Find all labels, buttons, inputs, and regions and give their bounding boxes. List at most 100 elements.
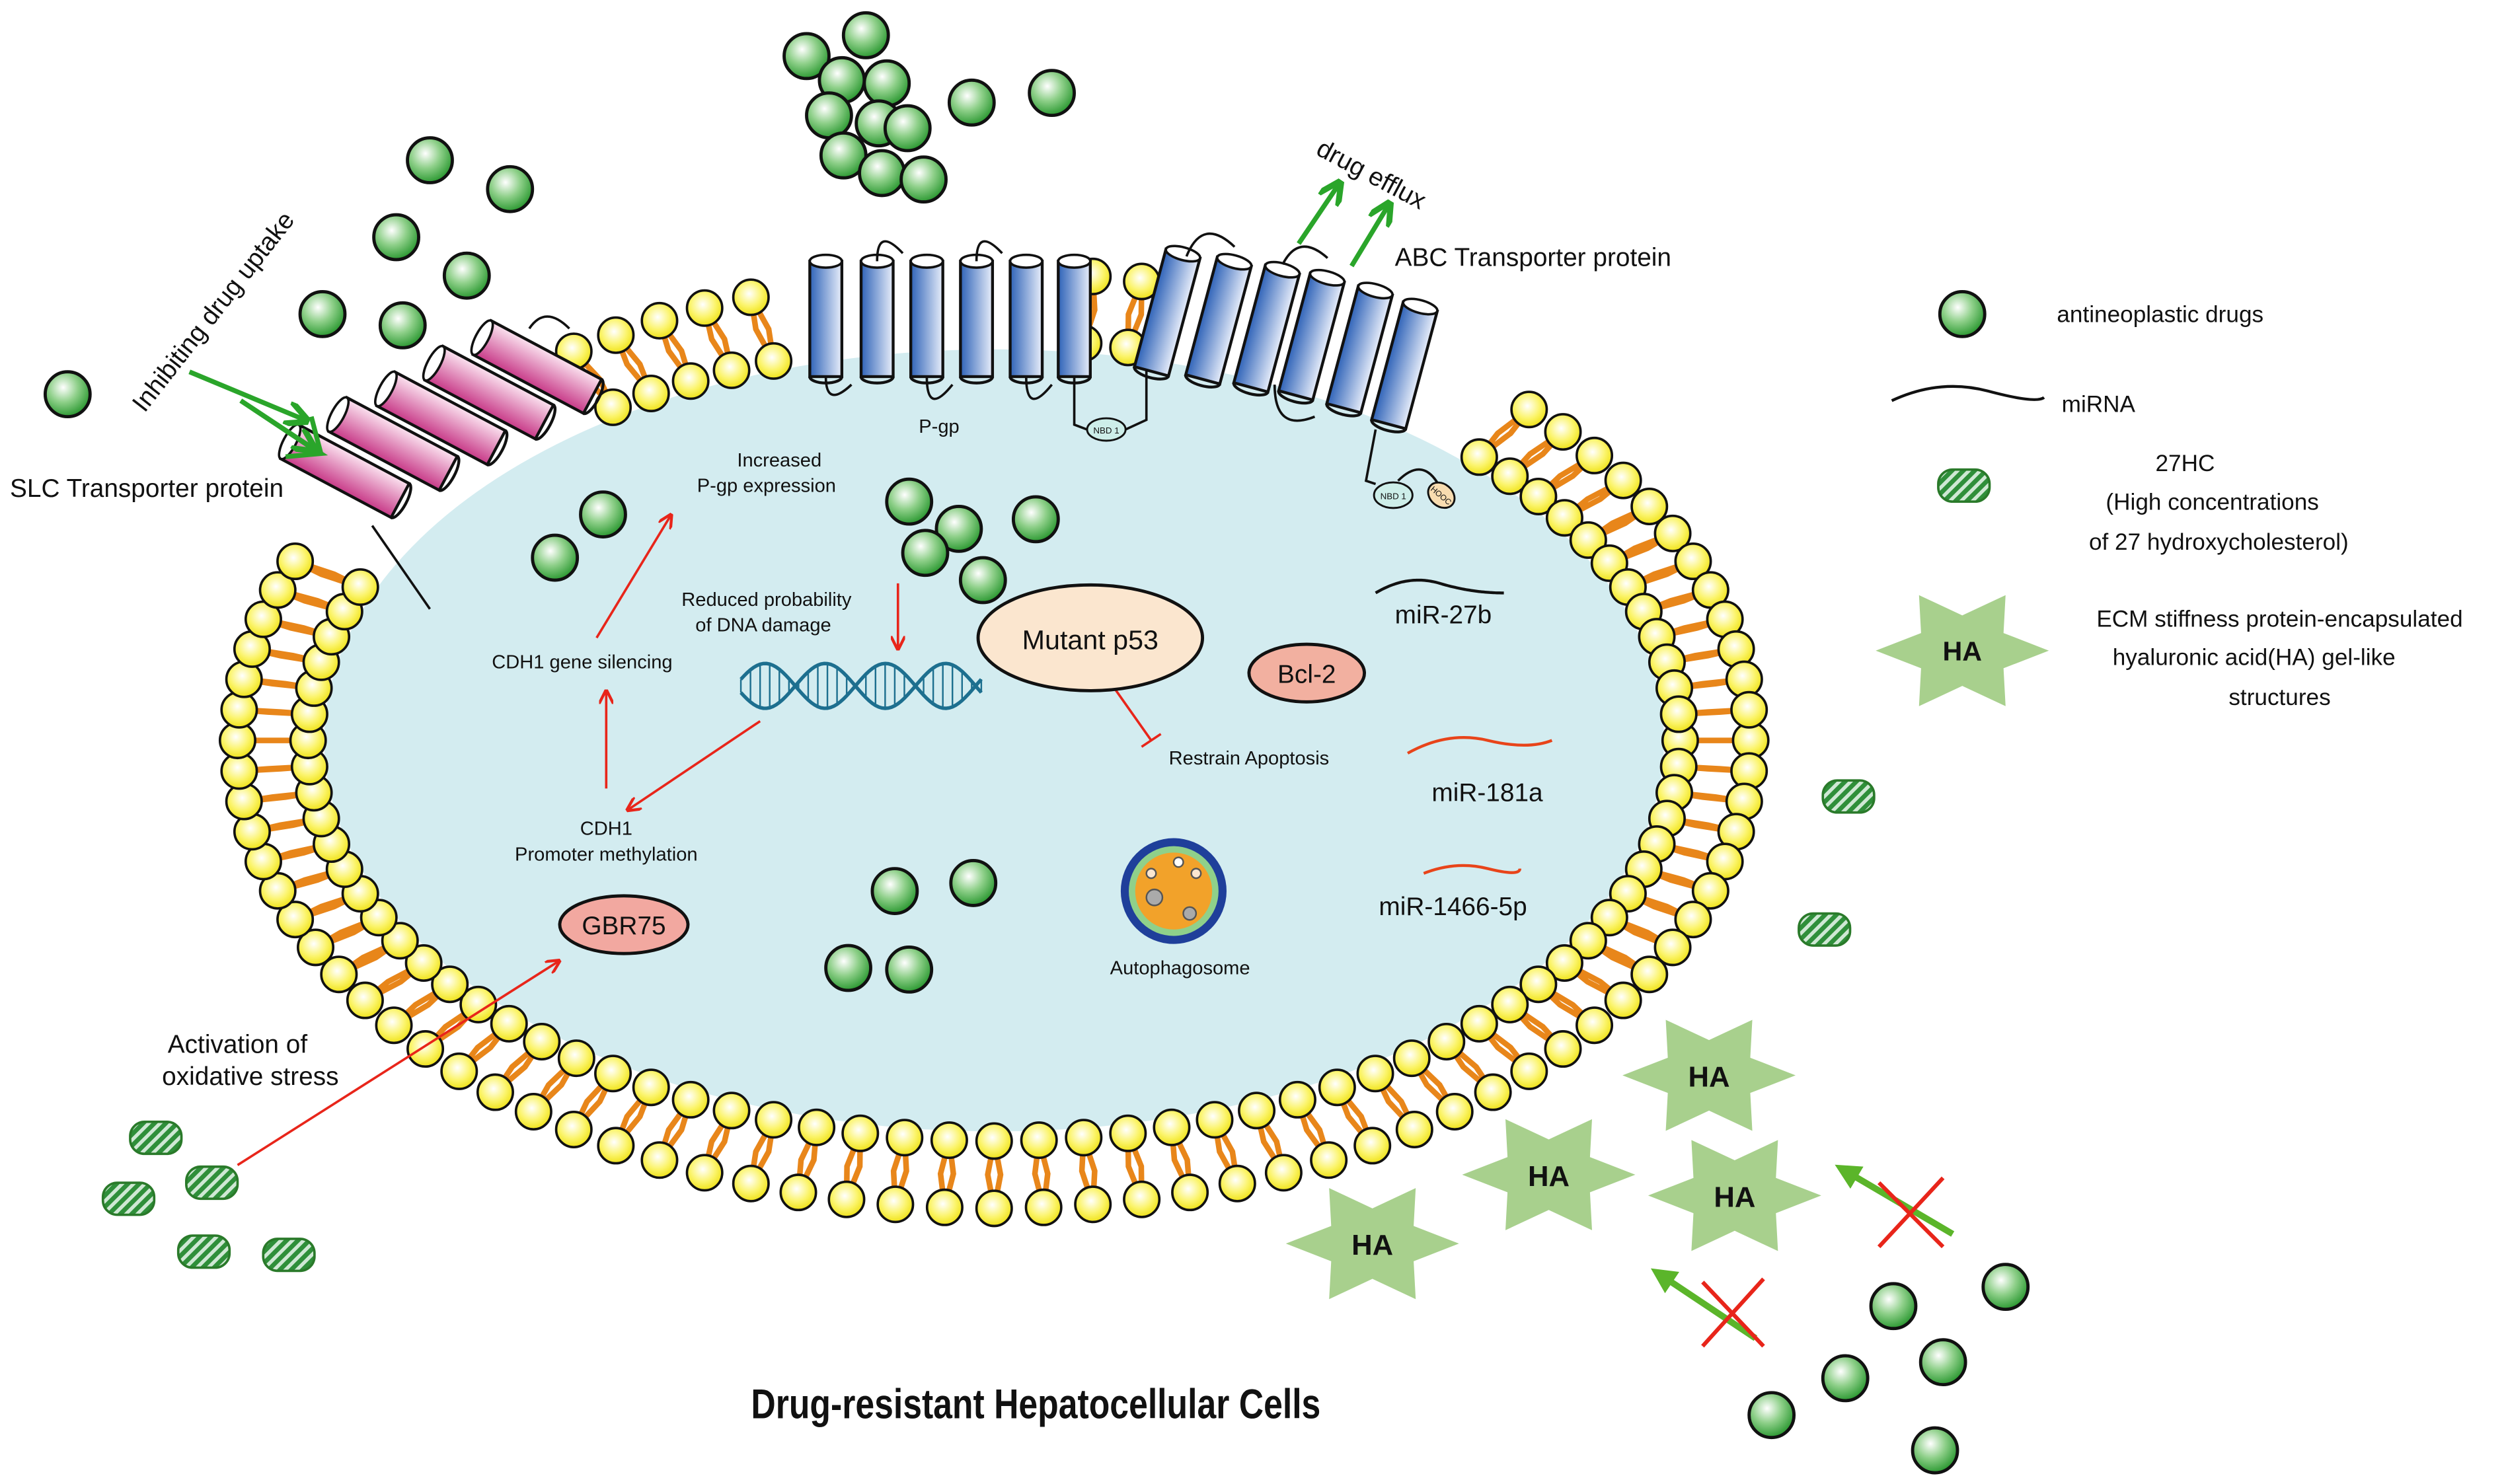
bcl2-label: Bcl-2	[1277, 660, 1336, 688]
cylinder-top	[1309, 268, 1346, 287]
cylinder-body	[1008, 260, 1044, 379]
gbr75	[558, 894, 690, 955]
lipid-bilayer	[218, 257, 1770, 1228]
lipid-head	[1474, 1073, 1512, 1111]
drug-icon	[805, 91, 853, 140]
slc-helix	[470, 318, 605, 416]
lipid-head	[640, 301, 679, 340]
pgp-transporter	[808, 240, 1148, 431]
lipid-head	[685, 1154, 724, 1192]
legend-ha-badge: HA	[1943, 636, 1983, 666]
lipid-head	[1604, 461, 1642, 500]
inhibit-uptake-arrows	[188, 369, 328, 459]
cylinder-bottom	[438, 455, 461, 492]
ha-label: HA	[1528, 1160, 1570, 1193]
autophagosome-label: Autophagosome	[1110, 958, 1250, 979]
cylinder-top	[1057, 253, 1092, 269]
lipid-head	[1460, 438, 1498, 476]
legend-mirna-label: miRNA	[2062, 391, 2136, 417]
lipid-head	[755, 342, 793, 380]
increased-pgp-label-2: P-gp expression	[697, 476, 836, 497]
lipid-head	[1196, 1101, 1234, 1139]
pgp-helix	[808, 253, 844, 385]
lipid-head	[1510, 390, 1548, 429]
dna-strand	[740, 661, 983, 710]
cylinder-bottom	[582, 378, 605, 416]
drug-icon	[934, 505, 983, 553]
drug-icon	[486, 165, 535, 213]
mutant-p53-label: Mutant p53	[1022, 624, 1158, 655]
lipid-head	[1264, 1154, 1303, 1192]
cylinder-bottom	[1277, 390, 1314, 405]
mutant-p53	[976, 583, 1205, 692]
27hc-icon	[1821, 779, 1876, 814]
drug-icon	[870, 867, 919, 915]
cdh1-methylation-label-1: CDH1	[580, 819, 632, 840]
lipid-head	[732, 278, 770, 316]
lipid-head	[459, 985, 498, 1023]
drug-icon	[372, 213, 420, 262]
lipid-head	[1318, 1068, 1356, 1107]
hooc-domain	[1427, 481, 1456, 509]
lipid-head	[597, 1127, 635, 1165]
lipid-head	[632, 1068, 670, 1107]
lipid-head	[476, 1073, 514, 1111]
lipid-head	[827, 1180, 866, 1218]
drug-icon	[378, 301, 427, 350]
slc-transporter	[278, 315, 605, 610]
oxidative-label-1: Activation of	[168, 1031, 308, 1059]
slc-helix	[422, 344, 557, 441]
reduced-dna-label-2: of DNA damage	[695, 615, 831, 636]
abc-loops	[1185, 232, 1439, 486]
lipid-head	[925, 1188, 964, 1226]
drug-icon	[883, 104, 932, 153]
lipid-head	[1392, 1039, 1431, 1078]
lipid-head	[1653, 514, 1692, 552]
27hc-icon	[176, 1234, 231, 1269]
drug-icon	[1011, 495, 1060, 544]
lipid-head	[1630, 955, 1669, 994]
cylinder-bottom	[535, 404, 557, 441]
pathway-arrows	[237, 516, 1162, 1166]
legend-ha-icon	[1876, 595, 2049, 706]
nbd1-label-abc: NBD 1	[1381, 492, 1406, 501]
cylinder-bottom	[1133, 366, 1170, 381]
lipid-head	[632, 374, 670, 412]
abc-helix	[1232, 260, 1301, 397]
cylinder-body	[909, 260, 944, 379]
abc-transporter	[1132, 232, 1439, 486]
legend: antineoplastic drugs miRNA 27HC (High co…	[1876, 290, 2463, 710]
blocked-uptake-arrows	[1650, 1164, 1955, 1348]
cylinder-top	[1357, 281, 1394, 300]
lipid-head	[1544, 413, 1582, 451]
lipid-head	[557, 1039, 595, 1078]
drug-efflux-label: drug efflux	[1312, 134, 1431, 215]
27hc-icon	[1798, 912, 1852, 947]
mir1466-label: miR-1466-5p	[1379, 893, 1527, 921]
drug-icon	[885, 477, 934, 526]
lipid-head	[381, 922, 419, 960]
lipid-head	[1109, 1114, 1147, 1152]
lipid-head	[685, 289, 724, 327]
lipid-head	[1545, 499, 1583, 537]
dna-helix-icon	[740, 661, 983, 710]
lipid-head	[1123, 1180, 1161, 1218]
lipid-head	[1653, 928, 1692, 967]
drug-icon	[1869, 1282, 1918, 1331]
antineoplastic-drugs	[43, 11, 2030, 1475]
lipid-head	[1435, 1092, 1474, 1131]
pgp-loops	[824, 240, 1148, 431]
diagram-title: Drug-resistant Hepatocellular Cells	[751, 1382, 1320, 1428]
drug-icon	[947, 78, 996, 127]
lipid-head	[1065, 1119, 1103, 1157]
drug-icon	[901, 529, 950, 577]
ha-label: HA	[1689, 1060, 1730, 1093]
drug-icon	[858, 149, 906, 198]
lipid-head	[712, 351, 751, 389]
lipid-head	[1356, 1055, 1394, 1093]
mirna-181a-icon	[1406, 736, 1553, 755]
lipid-head	[1074, 1185, 1112, 1224]
drug-icon	[885, 946, 934, 994]
lipid-head	[1545, 944, 1583, 982]
